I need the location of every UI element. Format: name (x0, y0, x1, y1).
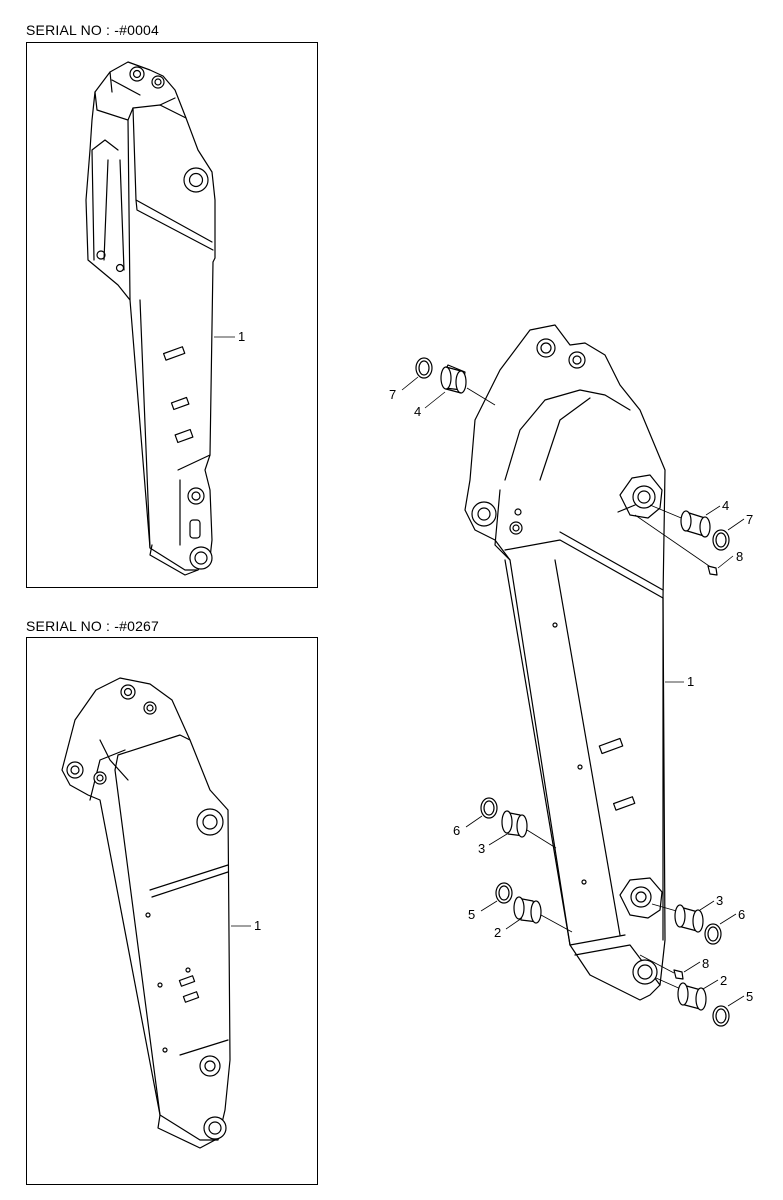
callout-bushing-upper-right: 4 (722, 498, 729, 513)
serial-label-top: SERIAL NO : -#0004 (26, 22, 160, 38)
callout-pin-low-right: 8 (702, 956, 709, 971)
ring-icon (704, 923, 722, 945)
bushing-icon (440, 364, 467, 394)
bushing-icon (677, 982, 707, 1011)
serial-label-bottom: SERIAL NO : -#0267 (26, 618, 160, 634)
arm-drawing-top (85, 61, 216, 576)
ring-icon (415, 357, 433, 379)
bushing-icon (513, 896, 542, 924)
callout-bottom-arm: 1 (254, 918, 261, 933)
callout-bushing-low-left: 2 (494, 925, 501, 940)
pin-icon (673, 969, 684, 980)
callout-bushing-upper-left: 4 (414, 404, 421, 419)
callout-ring-mid-left: 6 (453, 823, 460, 838)
bushing-icon (680, 510, 711, 538)
callout-ring-low-left: 5 (468, 907, 475, 922)
callout-bushing-mid-right: 3 (716, 893, 723, 908)
callout-ring-mid-right: 6 (738, 907, 745, 922)
bushing-icon (674, 904, 704, 933)
callout-ring-low-right: 5 (746, 989, 753, 1004)
callout-ring-upper-left: 7 (389, 387, 396, 402)
ring-icon (712, 529, 730, 551)
callout-main-arm: 1 (687, 674, 694, 689)
callout-top-arm: 1 (238, 329, 245, 344)
ring-icon (495, 882, 513, 904)
callout-pin-upper-right: 8 (736, 549, 743, 564)
ring-icon (480, 797, 498, 819)
ring-icon (712, 1005, 730, 1027)
callout-bushing-mid-left: 3 (478, 841, 485, 856)
callout-bushing-low-right: 2 (720, 973, 727, 988)
pin-icon (707, 565, 718, 576)
bushing-icon (501, 810, 528, 838)
arm-drawing-main (464, 324, 666, 1001)
callout-ring-upper-right: 7 (746, 512, 753, 527)
arm-drawing-bottom (61, 677, 231, 1149)
